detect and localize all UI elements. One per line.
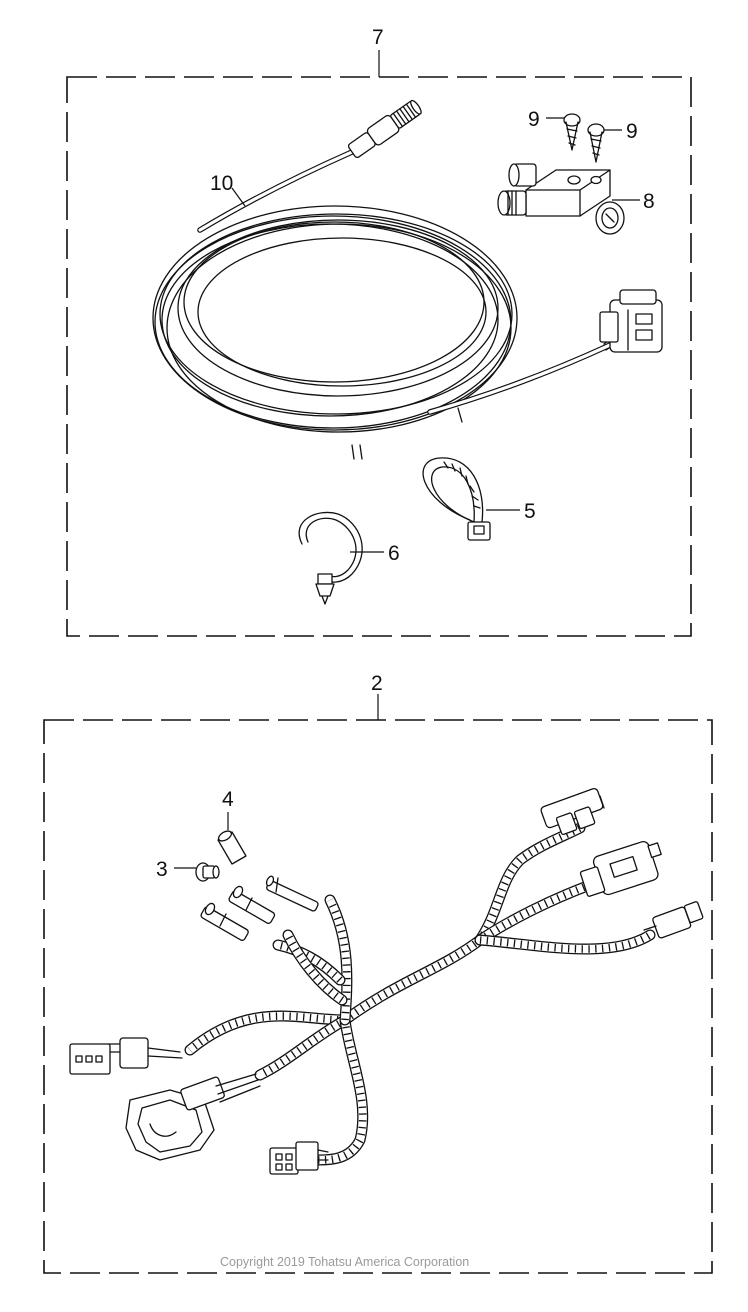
- callout-lower-kit: 2: [371, 672, 383, 695]
- callout-part-6: 6: [388, 542, 400, 565]
- wiring-harness-illustration: [69, 787, 704, 1175]
- part-8-t-connector-illustration: [497, 163, 625, 235]
- callout-10-leader: [231, 187, 246, 207]
- part-5-cable-tie-illustration: [422, 457, 491, 541]
- part-4-sleeve-illustration: [217, 830, 247, 865]
- part-3-terminal-illustration: [195, 862, 220, 882]
- callout-part-10: 10: [210, 172, 233, 195]
- callout-upper-kit: 7: [372, 26, 384, 49]
- part-10-cable-illustration: [152, 99, 663, 460]
- part-9-screw-right-illustration: [587, 123, 605, 163]
- callout-part-8: 8: [643, 190, 655, 213]
- part-9-screw-left-illustration: [563, 113, 581, 151]
- part-6-clamp-illustration: [298, 511, 363, 605]
- copyright-notice: Copyright 2019 Tohatsu America Corporati…: [220, 1255, 469, 1269]
- lower-kit-group: 2 4 3: [43, 672, 713, 1274]
- upper-kit-group: 7: [66, 26, 692, 637]
- callout-part-4: 4: [222, 788, 234, 811]
- callout-part-9b: 9: [626, 120, 638, 143]
- callout-part-9a: 9: [528, 108, 540, 131]
- callout-part-3: 3: [156, 858, 168, 881]
- callout-part-5: 5: [524, 500, 536, 523]
